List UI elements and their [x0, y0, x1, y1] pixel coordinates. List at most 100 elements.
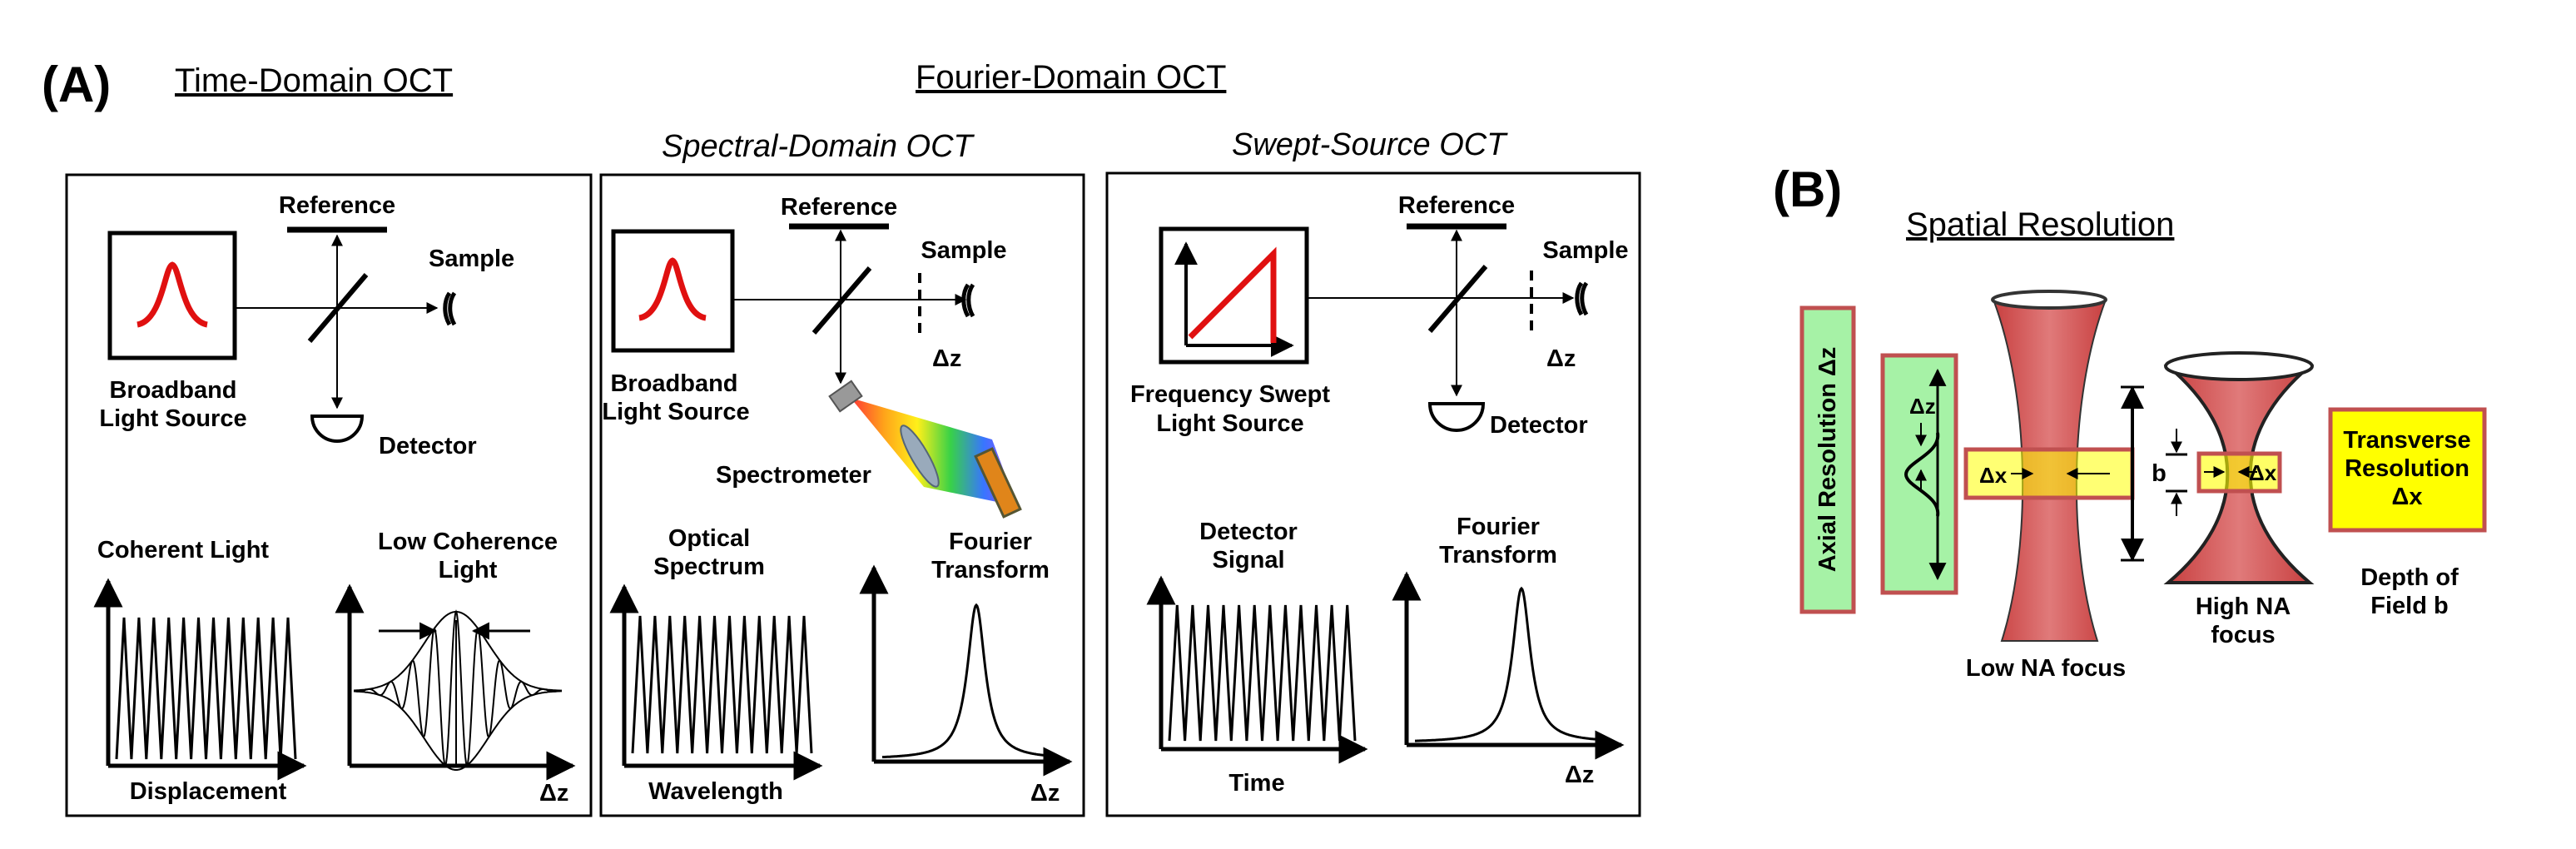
fourier-domain-heading: Fourier-Domain OCT: [916, 59, 1226, 96]
spectral-domain-frame: [599, 173, 1085, 817]
source-label-line1: Broadband: [610, 370, 737, 397]
dx-left-label: Δx: [1979, 463, 2008, 488]
detector-signal-wave: [1168, 604, 1357, 742]
time-domain-frame: [65, 173, 593, 817]
fourier-peak: [881, 603, 1057, 759]
sample-icon: [961, 283, 975, 318]
panel-a-letter: (A): [42, 57, 111, 112]
panel-b-letter: (B): [1773, 161, 1842, 217]
detector-label: Detector: [1490, 412, 1588, 439]
fourier-label-line1: Fourier: [949, 529, 1032, 555]
source-label-line1: Frequency Swept: [1130, 381, 1330, 408]
beam-splitter: [812, 266, 872, 335]
low-coherence-label-line2: Light: [439, 557, 498, 583]
detector-label: Detector: [379, 433, 477, 459]
frequency-sweep-icon: [1174, 241, 1294, 357]
source-label-line2: Light Source: [1156, 410, 1303, 437]
time-label: Time: [1228, 770, 1284, 797]
depth-line2: Field b: [2370, 593, 2448, 619]
spatial-resolution-heading: Spatial Resolution: [1906, 206, 2174, 243]
transverse-line2: Resolution: [2345, 455, 2469, 482]
high-na-lens: [2164, 351, 2314, 381]
swept-source-heading: Swept-Source OCT: [1232, 127, 1508, 162]
spectral-domain-panel: Broadband Light Source Reference Sample …: [599, 173, 1085, 817]
dz-axis-label: Δz: [539, 780, 568, 807]
light-source-box: [611, 229, 735, 353]
dz-axis-label: Δz: [1030, 780, 1060, 807]
optical-spectrum-plot: [609, 583, 823, 781]
transverse-line1: Transverse: [2343, 427, 2470, 454]
low-na-label: Low NA focus: [1966, 655, 2126, 682]
reference-label: Reference: [781, 194, 897, 221]
detector-icon: [1427, 402, 1486, 432]
detector-icon: [310, 415, 365, 443]
axial-resolution-box: [1799, 305, 1856, 614]
beam-splitter: [307, 273, 369, 343]
reference-label: Reference: [279, 192, 395, 219]
envelope-upper: [354, 611, 562, 692]
swept-source-frame: [1105, 171, 1641, 817]
line-camera: [974, 447, 1022, 519]
axial-resolution-label: Axial Resolution Δz: [1814, 347, 1841, 573]
low-na-lens: [1991, 290, 2107, 310]
sample-icon: [443, 291, 457, 326]
optical-spectrum-line1: Optical: [668, 525, 750, 552]
fourier-label-line2: Transform: [931, 557, 1050, 583]
sweep-ramp: [1188, 246, 1277, 343]
spectral-domain-heading: Spectral-Domain OCT: [662, 129, 975, 164]
dz-axis-label: Δz: [1565, 762, 1594, 788]
sample-icon: [1575, 281, 1589, 316]
detector-signal-line1: Detector: [1199, 519, 1298, 545]
coherent-light-wave: [115, 617, 297, 760]
fourier-transform-plot: [859, 564, 1073, 777]
fourier-label-line1: Fourier: [1457, 514, 1540, 540]
displacement-label: Displacement: [130, 778, 287, 805]
dispersed-light-fan: [851, 398, 1017, 506]
sample-dz-label: Δz: [1546, 345, 1576, 372]
source-label-line2: Light Source: [602, 399, 749, 425]
transverse-resolution-box: [2328, 407, 2487, 533]
optical-spectrum-line2: Spectrum: [653, 554, 765, 580]
high-na-line2: focus: [2211, 622, 2275, 648]
sample-label: Sample: [429, 246, 514, 272]
axial-pulse-box: [1880, 353, 1958, 595]
beam-splitter: [1427, 265, 1488, 333]
fourier-transform-plot: [1392, 571, 1625, 760]
coherent-light-plot: [93, 578, 307, 781]
wave-packet: [353, 609, 562, 768]
envelope-lower: [354, 690, 562, 771]
spectrometer-lens: [900, 424, 940, 488]
reference-label: Reference: [1398, 192, 1515, 219]
spectrometer-icon: [828, 380, 1022, 519]
time-domain-heading: Time-Domain OCT: [175, 62, 453, 99]
transverse-line3: Δx: [2392, 484, 2423, 510]
sample-label: Sample: [921, 237, 1006, 264]
swept-source-panel: Frequency Swept Light Source Reference S…: [1105, 171, 1641, 817]
spectrometer-label: Spectrometer: [716, 462, 871, 489]
diffraction-grating: [828, 380, 863, 413]
high-na-line1: High NA: [2196, 593, 2291, 620]
sample-dz-label: Δz: [932, 345, 961, 372]
light-source-box: [107, 231, 237, 360]
dx-right-label: Δx: [2249, 460, 2277, 485]
source-label-line1: Broadband: [109, 377, 236, 404]
detector-signal-line2: Signal: [1212, 547, 1284, 573]
b-label: b: [2152, 460, 2167, 487]
optical-spectrum-wave: [631, 615, 813, 754]
gaussian-spectrum-icon: [136, 261, 209, 328]
fourier-peak: [1415, 586, 1606, 742]
axial-pulse-curve: [1903, 432, 1940, 517]
wavelength-label: Wavelength: [648, 778, 783, 805]
spatial-resolution-diagram: Axial Resolution Δz Δz Δx b Δx: [1799, 290, 2487, 682]
source-label-line2: Light Source: [99, 405, 246, 432]
time-domain-panel: Broadband Light Source Reference Sample …: [65, 173, 593, 817]
low-coherence-plot: [335, 583, 576, 781]
fourier-label-line2: Transform: [1439, 542, 1557, 568]
depth-line1: Depth of: [2360, 564, 2459, 591]
coherent-light-label: Coherent Light: [97, 537, 270, 564]
detector-signal-plot: [1146, 575, 1368, 764]
low-coherence-label-line1: Low Coherence: [378, 529, 558, 555]
sample-label: Sample: [1542, 237, 1628, 264]
gaussian-spectrum-icon: [638, 257, 707, 321]
